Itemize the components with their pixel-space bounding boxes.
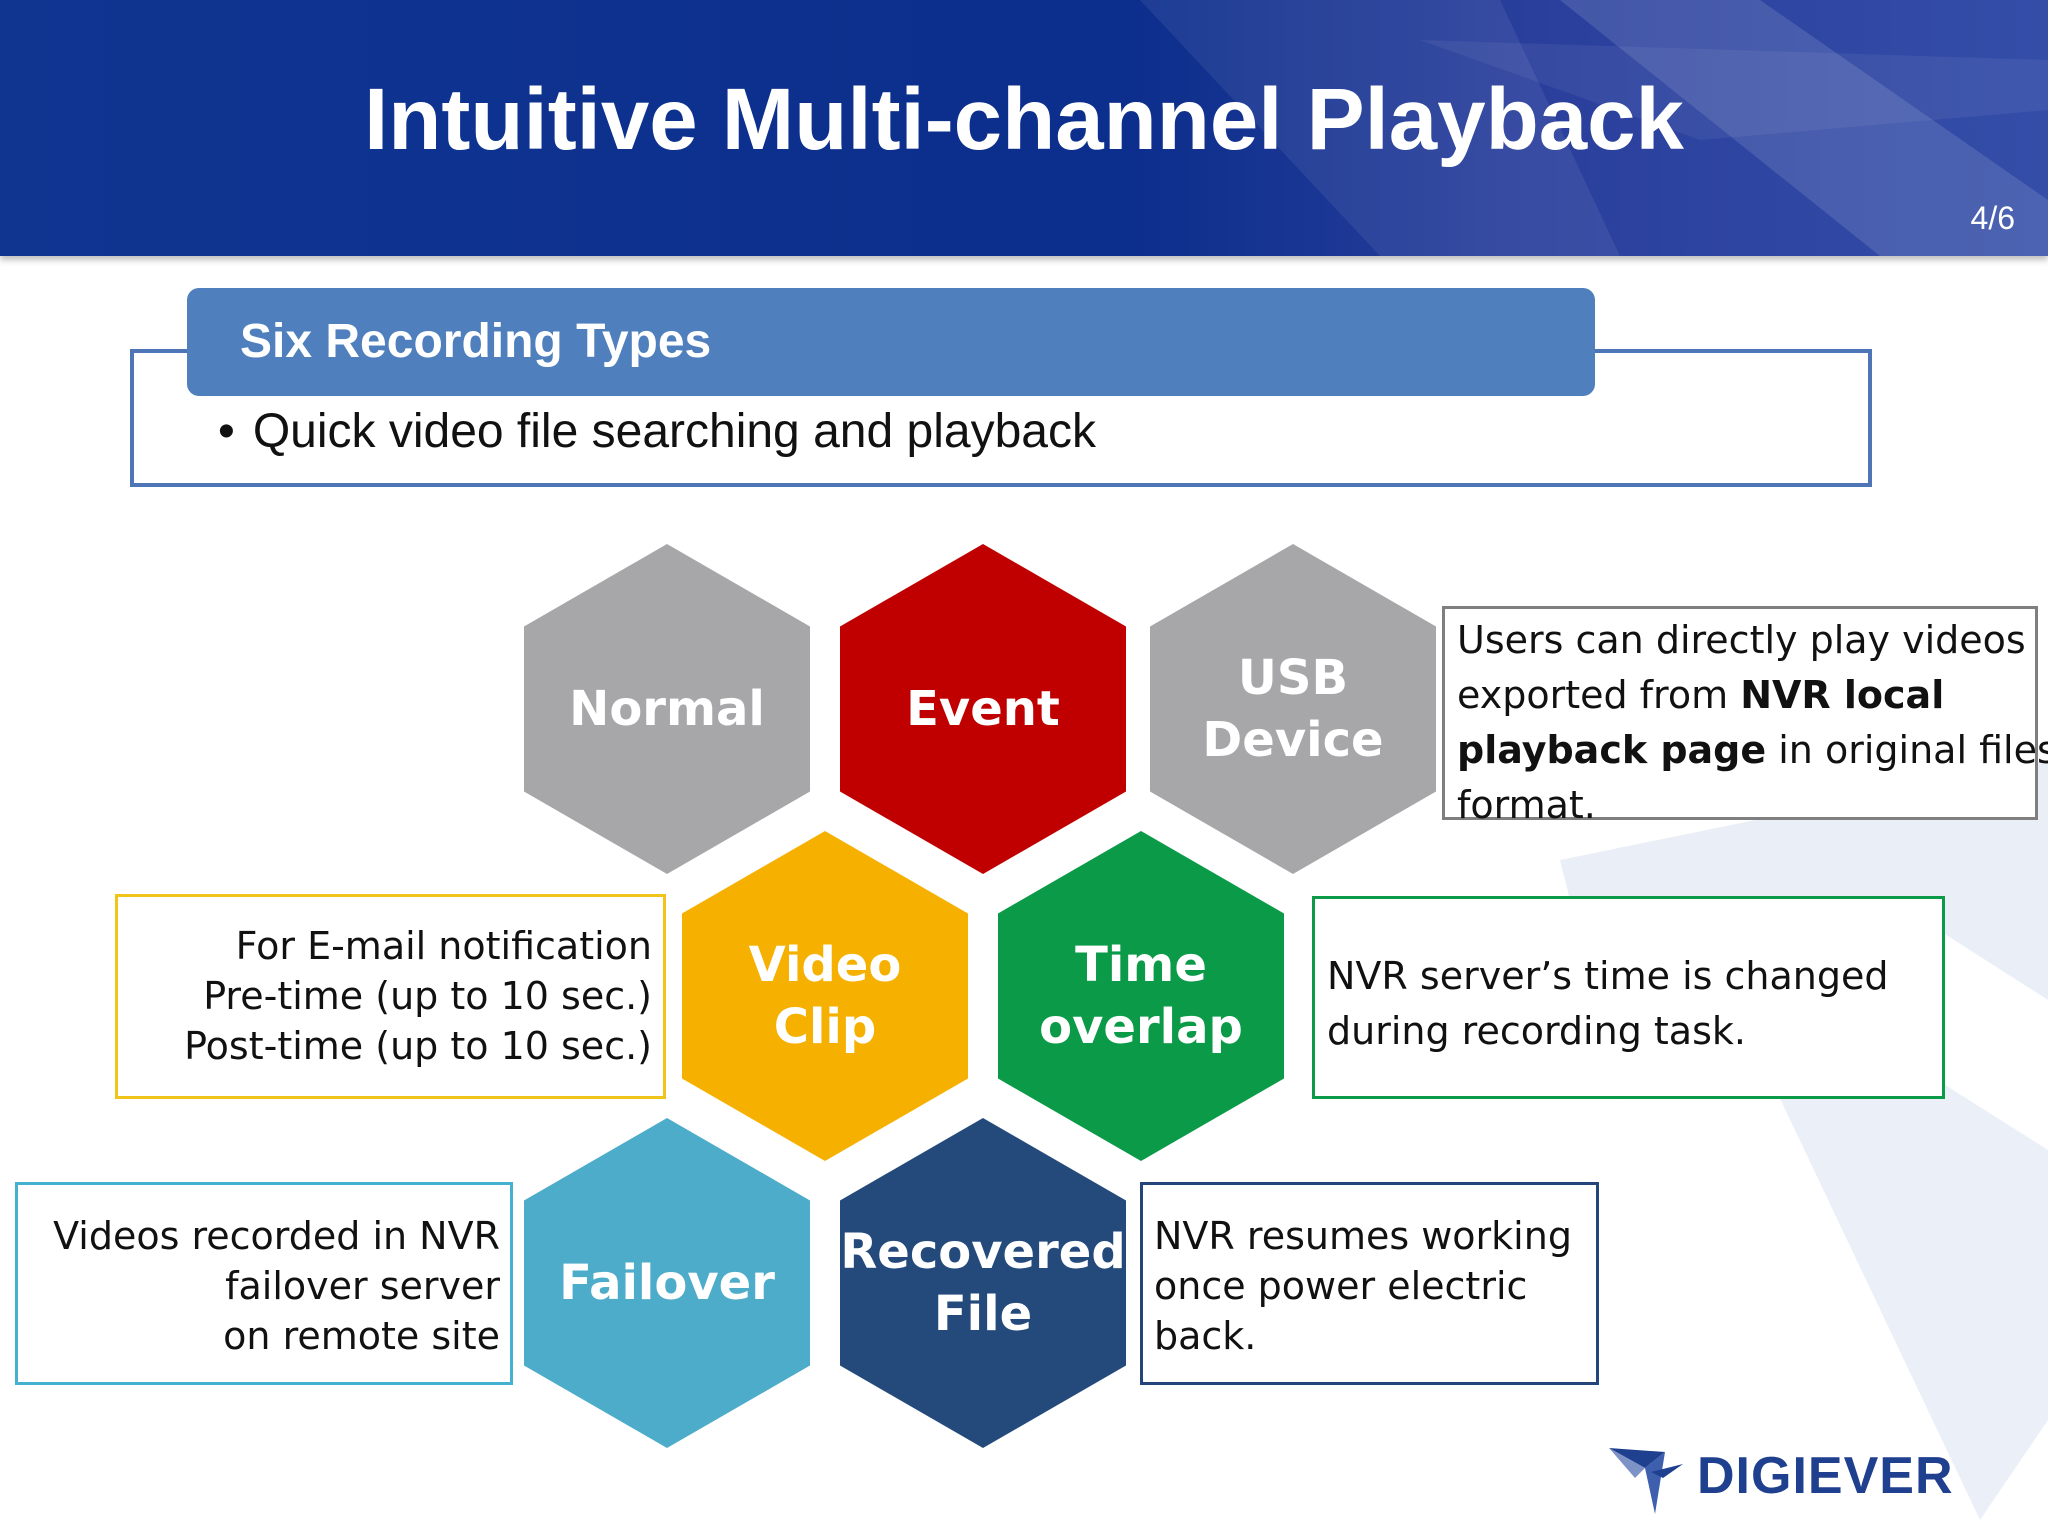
section-header: Six Recording Types xyxy=(187,288,1595,396)
hexagon-label: Normal xyxy=(569,681,765,737)
failover-note: Videos recorded in NVR failover server o… xyxy=(15,1182,513,1385)
hexagon-time: Time overlap xyxy=(998,831,1284,1161)
clip-note-line: For E-mail notification xyxy=(235,924,652,968)
recovered-note-line: back. xyxy=(1154,1314,1257,1358)
video-clip-note: For E-mail notification Pre-time (up to … xyxy=(115,894,666,1099)
company-logo: DIGIEVER xyxy=(1605,1438,2005,1518)
failover-note-line: Videos recorded in NVR xyxy=(53,1214,500,1258)
hexagon-label: File xyxy=(934,1286,1032,1342)
hexagon-label: Video xyxy=(749,937,902,993)
hexagon-shape xyxy=(524,1118,810,1448)
hexagon-label: USB xyxy=(1238,650,1348,706)
logo-star-icon xyxy=(1609,1448,1683,1514)
hexagon-label: Failover xyxy=(559,1255,775,1311)
hexagon-failover: Failover xyxy=(524,1118,810,1448)
usb-note-line: Users can directly play videos xyxy=(1457,618,2026,662)
hexagon-label: Clip xyxy=(774,999,877,1055)
recovered-note-line: once power electric xyxy=(1154,1264,1528,1308)
hexagon-shape xyxy=(840,1118,1126,1448)
hexagon-shape xyxy=(1150,544,1436,874)
banner-streaks xyxy=(1140,0,2048,256)
time-note-line: NVR server’s time is changed xyxy=(1327,954,1889,998)
failover-note-line: on remote site xyxy=(223,1314,500,1358)
hexagon-shape xyxy=(840,544,1126,874)
usb-device-note: Users can directly play videos exported … xyxy=(1442,606,2048,827)
hexagon-shape xyxy=(682,831,968,1161)
slide-title: Intuitive Multi-channel Playback xyxy=(364,71,1684,168)
usb-note-line: playback page in original files xyxy=(1457,728,2048,772)
hexagon-label: overlap xyxy=(1039,999,1243,1055)
recovered-note-line: NVR resumes working xyxy=(1154,1214,1572,1258)
page-indicator: 4/6 xyxy=(1970,200,2015,236)
hexagon-shape xyxy=(998,831,1284,1161)
title-banner: Intuitive Multi-channel Playback 4/6 xyxy=(0,0,2048,256)
recovered-file-note: NVR resumes working once power electric … xyxy=(1140,1182,1599,1385)
usb-note-line: exported from NVR local xyxy=(1457,673,1945,717)
clip-note-line: Pre-time (up to 10 sec.) xyxy=(203,974,652,1018)
usb-note-line: format. xyxy=(1457,783,1596,827)
hexagon-event: Event xyxy=(840,544,1126,874)
hexagon-label: Device xyxy=(1202,712,1383,768)
section-bullet: • Quick video file searching and playback xyxy=(218,404,1096,459)
hexagon-shape xyxy=(524,544,810,874)
section-title: Six Recording Types xyxy=(240,315,712,368)
hexagon-label: Recovered xyxy=(840,1224,1125,1280)
bullet-dot-icon: • xyxy=(218,405,235,458)
hexagon-usb: USB Device xyxy=(1150,544,1436,874)
clip-note-line: Post-time (up to 10 sec.) xyxy=(184,1024,652,1068)
hexagon-label: Time xyxy=(1075,937,1207,993)
time-note-line: during recording task. xyxy=(1327,1009,1746,1053)
time-overlap-note: NVR server’s time is changed during reco… xyxy=(1312,896,1945,1099)
failover-note-line: failover server xyxy=(225,1264,500,1308)
hexagon-normal: Normal xyxy=(524,544,810,874)
bullet-text: Quick video file searching and playback xyxy=(252,405,1096,458)
logo-text: DIGIEVER xyxy=(1697,1447,1954,1505)
hexagon-label: Event xyxy=(906,681,1060,737)
